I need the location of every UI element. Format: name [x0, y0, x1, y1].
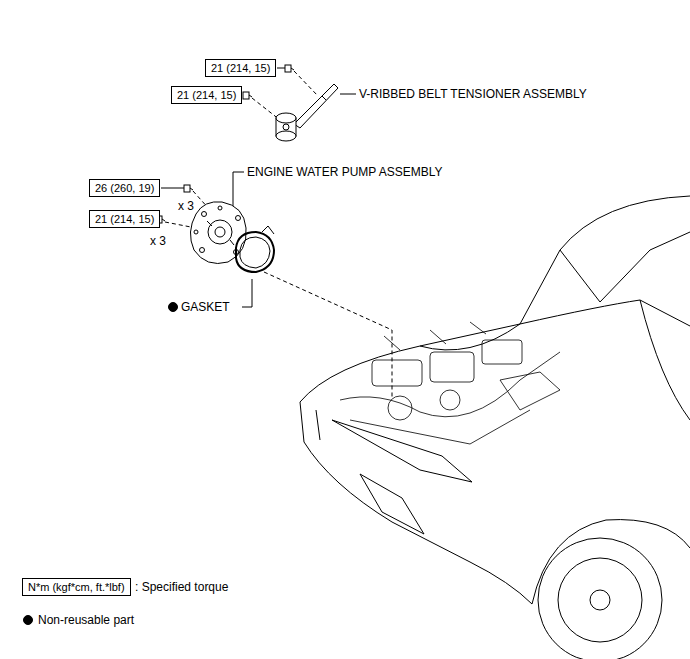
quantity-label: x 3 — [178, 199, 194, 214]
leader-line — [340, 94, 356, 95]
tensioner-drawing — [276, 84, 338, 141]
part-name: ENGINE WATER PUMP ASSEMBLY — [247, 165, 443, 180]
water-pump-drawing — [190, 202, 246, 264]
torque-box: 21 (214, 15) — [89, 210, 160, 228]
torque-value: 21 (214, 15) — [95, 212, 154, 226]
car-drawing — [300, 196, 690, 659]
torque-box: 26 (260, 19) — [89, 179, 160, 197]
torque-box: 21 (214, 15) — [171, 86, 242, 104]
dashed-guide — [165, 71, 392, 398]
legend-torque-box: N*m (kgf*cm, ft.*lbf) — [22, 578, 131, 596]
torque-value: 26 (260, 19) — [95, 181, 154, 195]
leader-line — [233, 172, 244, 206]
legend-text: Non-reusable part — [38, 613, 134, 628]
torque-value: N*m (kgf*cm, ft.*lbf) — [28, 580, 125, 594]
torque-value: 21 (214, 15) — [177, 88, 236, 102]
torque-value: 21 (214, 15) — [211, 61, 270, 75]
part-name: GASKET — [181, 300, 230, 315]
legend-text: : Specified torque — [135, 580, 228, 595]
bolt-symbol — [156, 65, 294, 223]
leader-line — [277, 68, 285, 69]
gasket-drawing — [236, 226, 274, 272]
part-name: V-RIBBED BELT TENSIONER ASSEMBLY — [359, 87, 587, 102]
quantity-label: x 3 — [150, 234, 166, 249]
non-reusable-dot — [24, 616, 33, 625]
non-reusable-dot — [169, 303, 178, 312]
torque-box: 21 (214, 15) — [205, 59, 276, 77]
leader-line — [161, 188, 184, 189]
leader-line — [242, 279, 252, 307]
